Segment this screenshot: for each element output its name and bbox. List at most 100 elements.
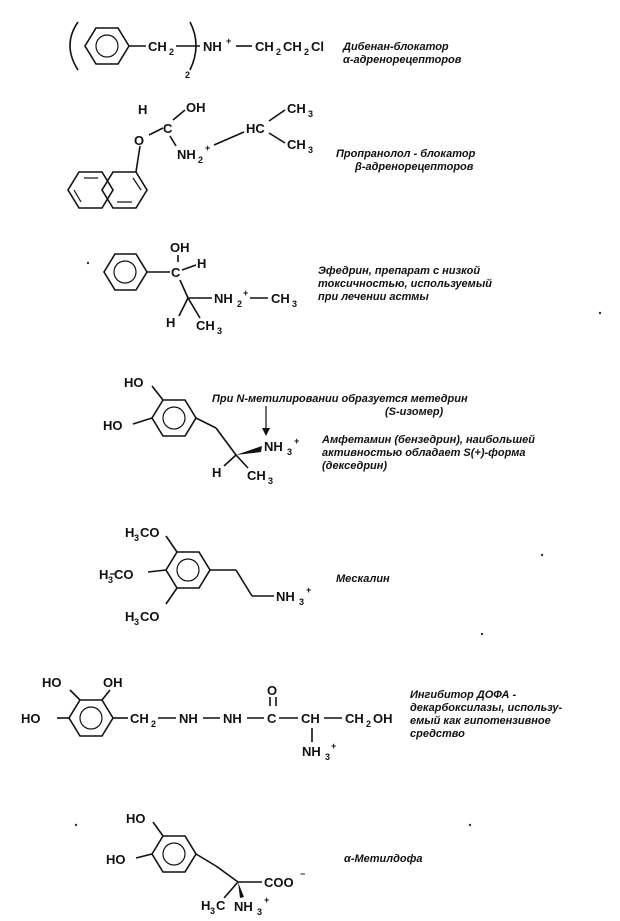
benzene-ring: [151, 835, 197, 873]
dibenamine-structure: CH 2 2 NH + CH 2 CH 2 Cl Дибенан-блокато…: [69, 21, 462, 80]
bond: [215, 865, 239, 883]
bond: [268, 132, 286, 144]
note-line: При N-метилировании образуется метедрин: [212, 393, 468, 405]
caption-line: декарбоксилазы, использу-: [410, 702, 562, 714]
methoxy: CO: [140, 609, 160, 624]
ch2-chain: CH: [283, 39, 302, 54]
charge-plus: +: [226, 36, 231, 46]
oxygen: O: [267, 683, 277, 698]
methyl: CH: [287, 137, 306, 152]
aromatic-circle: [95, 34, 119, 58]
bond: [223, 881, 239, 899]
subscript: 3: [134, 617, 139, 627]
nh2-group: NH: [177, 147, 196, 162]
bond: [165, 587, 178, 605]
caption-line: Ингибитор ДОФА -: [410, 689, 516, 701]
hydroxyl: HO: [106, 852, 126, 867]
nh3-group: NH: [234, 899, 253, 914]
subscript: 3: [299, 597, 304, 607]
bond: [213, 131, 245, 146]
subscript: 3: [134, 533, 139, 543]
caption-line: (декседрин): [322, 460, 387, 472]
nh3-group: NH: [264, 439, 283, 454]
subscript: 3: [210, 906, 215, 916]
benzene-ring: [165, 551, 211, 589]
bond: [223, 454, 237, 467]
subscript: 2: [304, 47, 309, 57]
methoxy: CO: [140, 525, 160, 540]
bond: [195, 853, 217, 867]
hydrogen: H: [197, 256, 206, 271]
caption-line: β-адренорецепторов: [354, 161, 474, 173]
caption-line: средство: [410, 728, 465, 740]
caption-line: емый как гипотензивное: [410, 715, 551, 727]
subscript: 2: [151, 719, 156, 729]
hydroxyl: HO: [103, 418, 123, 433]
methyl: CH: [287, 101, 306, 116]
hydroxyl: HO: [126, 811, 146, 826]
hc-group: HC: [246, 121, 265, 136]
bond: [135, 145, 141, 173]
aromatic-circle: [162, 406, 186, 430]
caption-line: токсичностью, используемый: [318, 278, 492, 290]
methoxy: H: [125, 609, 134, 624]
charge-minus: −: [300, 869, 305, 879]
caption-line: при лечении астмы: [318, 291, 429, 303]
caption: Мескалин: [336, 573, 390, 585]
ch2-chain: CH: [255, 39, 274, 54]
bond: [187, 297, 201, 319]
bond: [195, 417, 217, 429]
bond: [181, 264, 197, 271]
benzene-ring: [151, 399, 197, 437]
charge-plus: +: [306, 585, 311, 595]
benzene-ring: [68, 699, 114, 737]
double-bond: [132, 177, 142, 191]
oxygen: O: [134, 133, 144, 148]
scan-speck: [540, 553, 544, 557]
bond: [169, 135, 177, 147]
hydrogen: H: [138, 102, 147, 117]
methyl: CH: [196, 318, 215, 333]
subscript: 3: [287, 447, 292, 457]
hydroxyl: OH: [103, 675, 123, 690]
methyldopa-structure: HO HO COO − H 3 C NH 3 + α-Метилдофа: [106, 811, 422, 917]
caption-line: Пропранолол - блокатор: [336, 148, 476, 160]
bond: [172, 109, 186, 121]
group-subscript: 2: [185, 70, 190, 80]
methyl: CH: [271, 291, 290, 306]
hydroxyl: OH: [170, 240, 190, 255]
charge-plus: +: [294, 436, 299, 446]
subscript: 3: [308, 109, 313, 119]
carbon: C: [171, 265, 181, 280]
caption: α-Метилдофа: [344, 853, 422, 865]
naphthalene-ring-right: [101, 171, 148, 209]
subscript: 3: [325, 752, 330, 762]
hydrogen: H: [166, 315, 175, 330]
methyl: CH: [247, 468, 266, 483]
hydroxyl: HO: [124, 375, 144, 390]
subscript: 3: [217, 326, 222, 336]
bracket-left: [69, 21, 79, 71]
bond: [148, 127, 164, 136]
double-bond: [73, 189, 82, 203]
hydroxyl: HO: [21, 711, 41, 726]
wedge-bond: [236, 446, 262, 455]
hydroxyl: HO: [42, 675, 62, 690]
nh3-group: NH: [302, 744, 321, 759]
hydroxyl: OH: [186, 100, 206, 115]
ephedrine-structure: C OH H NH 2 + CH 3 H CH 3 Эфедрин, препа…: [103, 240, 492, 336]
benzene-ring: [84, 27, 130, 65]
bond: [69, 689, 81, 701]
caption-line: Амфетамин (бензедрин), наибольшей: [321, 434, 535, 446]
subscript: 2: [276, 47, 281, 57]
bond: [135, 853, 153, 859]
dopa-inhibitor-structure: HO OH HO CH 2 NH NH C O CH CH 2 OH NH 3 …: [21, 675, 562, 762]
methoxy: CO: [114, 567, 134, 582]
nh-group: NH: [179, 711, 198, 726]
scan-speck: [480, 632, 484, 636]
scan-speck: [86, 261, 90, 265]
bond: [215, 427, 237, 456]
nh-group: NH: [203, 39, 222, 54]
propranolol-structure: O H C OH NH 2 + HC CH 3 CH 3 Пропранолол…: [67, 100, 476, 209]
subscript: 3: [292, 299, 297, 309]
